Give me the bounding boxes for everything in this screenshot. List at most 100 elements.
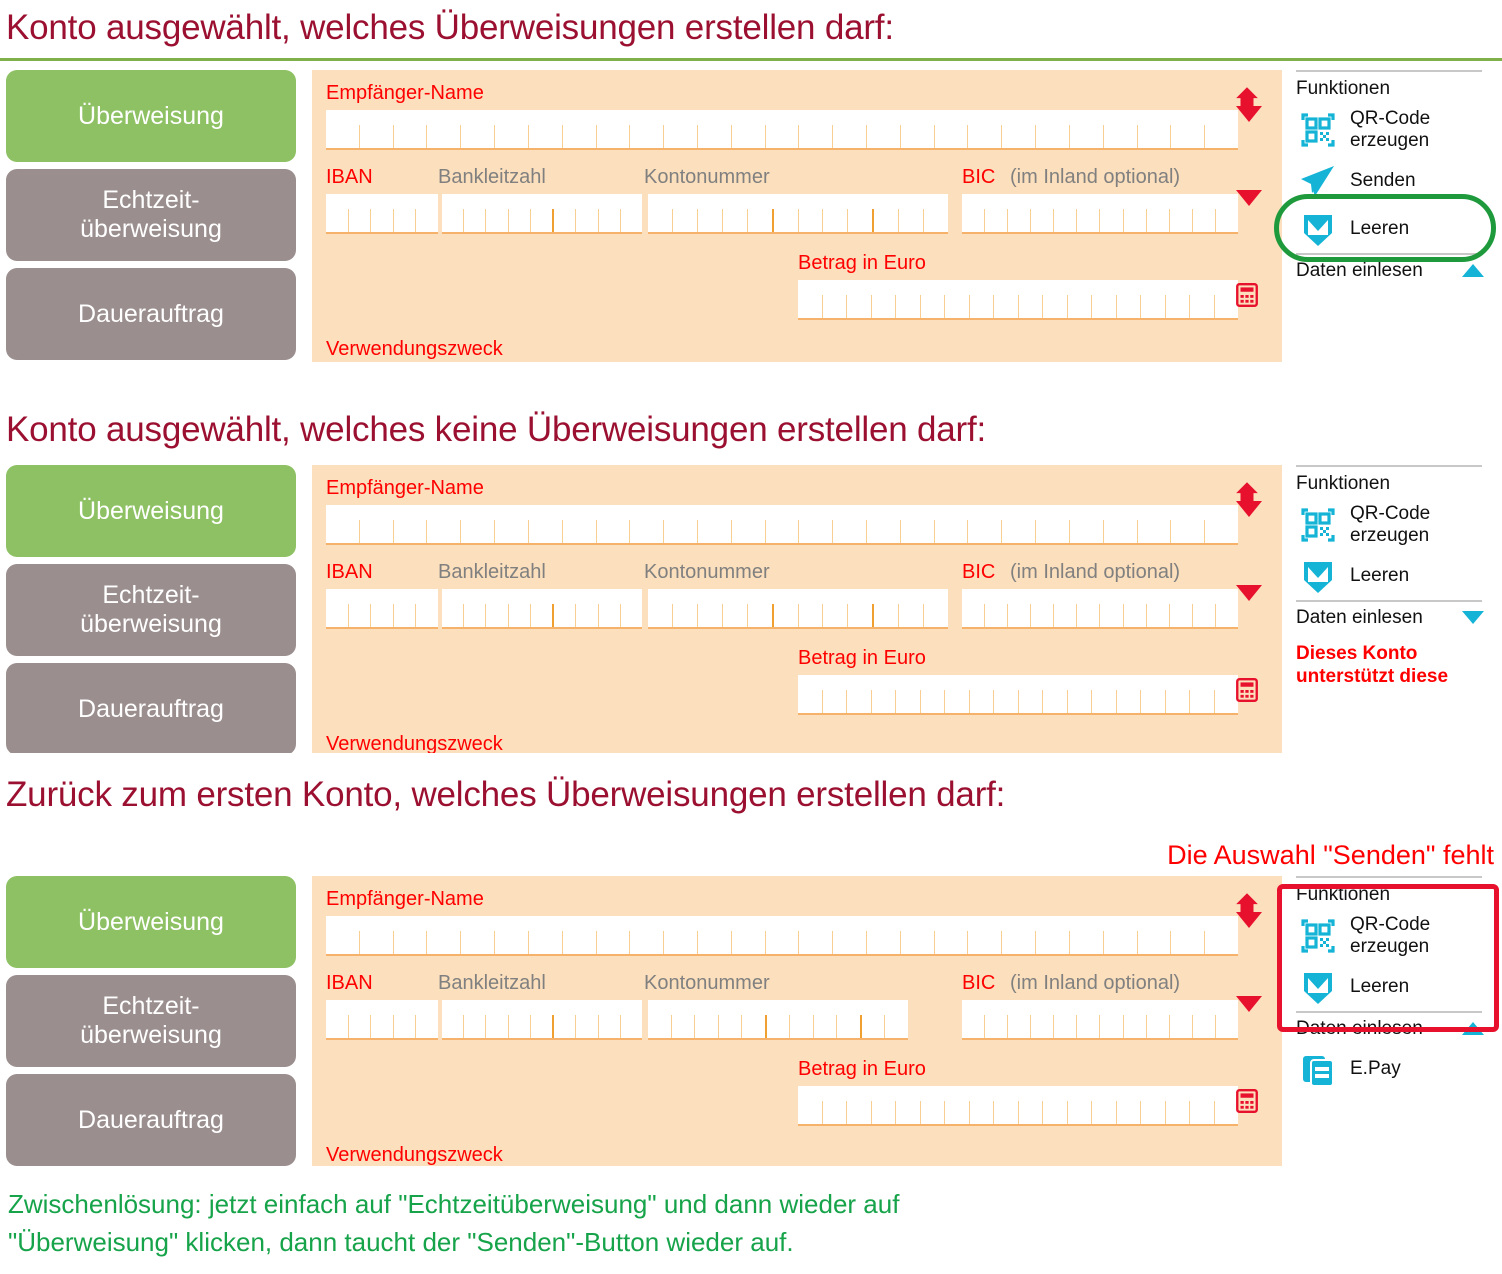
function-qr-code[interactable]: QR-Code erzeugen — [1292, 104, 1492, 157]
nav-button-ueberweisung[interactable]: Überweisung — [6, 876, 296, 968]
input-empfaenger-name[interactable] — [326, 505, 1238, 545]
comb-ticks — [442, 604, 642, 627]
nav-button-dauerauftrag[interactable]: Dauerauftrag — [6, 1074, 296, 1166]
nav-button-dauerauftrag[interactable]: Dauerauftrag — [6, 268, 296, 360]
nav-label-line2: überweisung — [80, 1021, 222, 1049]
function-label: QR-Code erzeugen — [1350, 914, 1430, 959]
heading-section-2: Konto ausgewählt, welches keine Überweis… — [6, 410, 987, 449]
function-label: E.Pay — [1350, 1057, 1401, 1079]
chevron-down-icon[interactable] — [1236, 585, 1262, 619]
nav-button-echtzeitueberweisung[interactable]: Echtzeit- überweisung — [6, 975, 296, 1067]
nav-button-ueberweisung[interactable]: Überweisung — [6, 70, 296, 162]
comb-ticks — [962, 604, 1238, 627]
warning-line2: unterstützt diese — [1296, 665, 1449, 687]
label-verwendungszweck: Verwendungszweck — [326, 733, 503, 753]
heading-section-1: Konto ausgewählt, welches Überweisungen … — [6, 8, 894, 47]
function-label: Senden — [1350, 169, 1416, 191]
input-kontonummer[interactable] — [648, 1000, 908, 1040]
input-bic[interactable] — [962, 194, 1238, 234]
input-bankleitzahl[interactable] — [442, 194, 642, 234]
input-bic[interactable] — [962, 589, 1238, 629]
nav-button-echtzeitueberweisung[interactable]: Echtzeit- überweisung — [6, 169, 296, 261]
qr-label-line2: erzeugen — [1350, 525, 1430, 547]
functions-title: Funktionen — [1296, 78, 1391, 99]
daten-einlesen-toggle[interactable]: Daten einlesen — [1292, 255, 1492, 287]
input-bankleitzahl[interactable] — [442, 1000, 642, 1040]
nav-label-line1: Echtzeit- — [102, 992, 200, 1021]
label-bic: BIC — [962, 972, 996, 994]
function-qr-code[interactable]: QR-Code erzeugen — [1292, 910, 1492, 963]
function-senden[interactable]: Senden — [1292, 157, 1492, 205]
home-icon[interactable] — [1234, 890, 1260, 916]
input-iban[interactable] — [326, 589, 438, 629]
workaround-line1: Zwischenlösung: jetzt einfach auf "Echtz… — [8, 1189, 900, 1219]
chevron-down-icon[interactable] — [1236, 190, 1262, 224]
comb-ticks — [326, 604, 438, 627]
nav-button-dauerauftrag[interactable]: Dauerauftrag — [6, 663, 296, 753]
input-bic[interactable] — [962, 1000, 1238, 1040]
home-icon[interactable] — [1234, 84, 1260, 110]
input-empfaenger-name[interactable] — [326, 916, 1238, 956]
input-betrag[interactable] — [798, 1086, 1238, 1126]
highlight-senden-available — [1274, 194, 1496, 262]
nav-column-3: Überweisung Echtzeit- überweisung Dauera… — [6, 876, 296, 1166]
chevron-down-icon[interactable] — [1236, 106, 1262, 140]
caret — [1236, 106, 1262, 139]
label-verwendungszweck: Verwendungszweck — [326, 338, 503, 360]
input-betrag[interactable] — [798, 675, 1238, 715]
function-epay[interactable]: E.Pay — [1292, 1045, 1492, 1093]
calculator-icon[interactable] — [1234, 1088, 1260, 1114]
label-betrag: Betrag in Euro — [798, 252, 926, 274]
daten-einlesen-label: Daten einlesen — [1296, 606, 1423, 628]
function-qr-code[interactable]: QR-Code erzeugen — [1292, 499, 1492, 552]
function-leeren[interactable]: Leeren — [1292, 552, 1492, 600]
label-betrag: Betrag in Euro — [798, 647, 926, 669]
nav-label: Überweisung — [78, 496, 224, 525]
label-iban: IBAN — [326, 561, 373, 583]
daten-einlesen-toggle[interactable]: Daten einlesen — [1292, 602, 1492, 634]
nav-button-echtzeitueberweisung[interactable]: Echtzeit- überweisung — [6, 564, 296, 656]
divider — [1296, 70, 1482, 72]
input-bankleitzahl[interactable] — [442, 589, 642, 629]
comb-ticks — [326, 931, 1238, 954]
envelope-icon — [1298, 556, 1338, 596]
calculator-icon[interactable] — [1234, 282, 1260, 308]
functions-title: Funktionen — [1296, 884, 1391, 905]
envelope-icon — [1298, 967, 1338, 1007]
input-empfaenger-name[interactable] — [326, 110, 1238, 150]
comb-ticks — [326, 125, 1238, 148]
caret — [1236, 996, 1262, 1029]
panel-section-3: Überweisung Echtzeit- überweisung Dauera… — [0, 876, 1502, 1166]
chevron-down-icon[interactable] — [1236, 501, 1262, 535]
panel-section-1: Überweisung Echtzeit- überweisung Dauera… — [0, 70, 1502, 362]
input-kontonummer[interactable] — [648, 589, 948, 629]
qr-label-line1: QR-Code — [1350, 108, 1431, 129]
transfer-form-1: Empfänger-Name IBAN Bankleitzahl Kontonu… — [312, 70, 1282, 362]
qr-label-line2: erzeugen — [1350, 936, 1430, 958]
label-bic: BIC — [962, 561, 996, 583]
label-kontonummer: Kontonummer — [644, 166, 770, 188]
label-empfaenger-name: Empfänger-Name — [326, 888, 484, 910]
label-bankleitzahl: Bankleitzahl — [438, 561, 546, 583]
calculator-icon[interactable] — [1234, 677, 1260, 703]
nav-button-ueberweisung[interactable]: Überweisung — [6, 465, 296, 557]
highlight-senden-missing — [1277, 884, 1499, 1032]
transfer-form-2: Empfänger-Name IBAN Bankleitzahl Kontonu… — [312, 465, 1282, 753]
chevron-down-icon[interactable] — [1236, 912, 1262, 946]
input-iban[interactable] — [326, 1000, 438, 1040]
input-betrag[interactable] — [798, 280, 1238, 320]
input-kontonummer[interactable] — [648, 194, 948, 234]
nav-label-line1: Echtzeit- — [102, 186, 200, 215]
function-leeren[interactable]: Leeren — [1292, 963, 1492, 1011]
home-icon[interactable] — [1234, 479, 1260, 505]
comb-ticks — [326, 1015, 438, 1038]
label-empfaenger-name: Empfänger-Name — [326, 477, 484, 499]
chevron-down-icon[interactable] — [1236, 996, 1262, 1030]
label-bic-hint: (im Inland optional) — [1010, 561, 1181, 583]
comb-ticks — [798, 690, 1238, 713]
input-iban[interactable] — [326, 194, 438, 234]
caret — [1236, 585, 1262, 618]
label-iban: IBAN — [326, 972, 373, 994]
qr-label-line2: erzeugen — [1350, 130, 1430, 152]
